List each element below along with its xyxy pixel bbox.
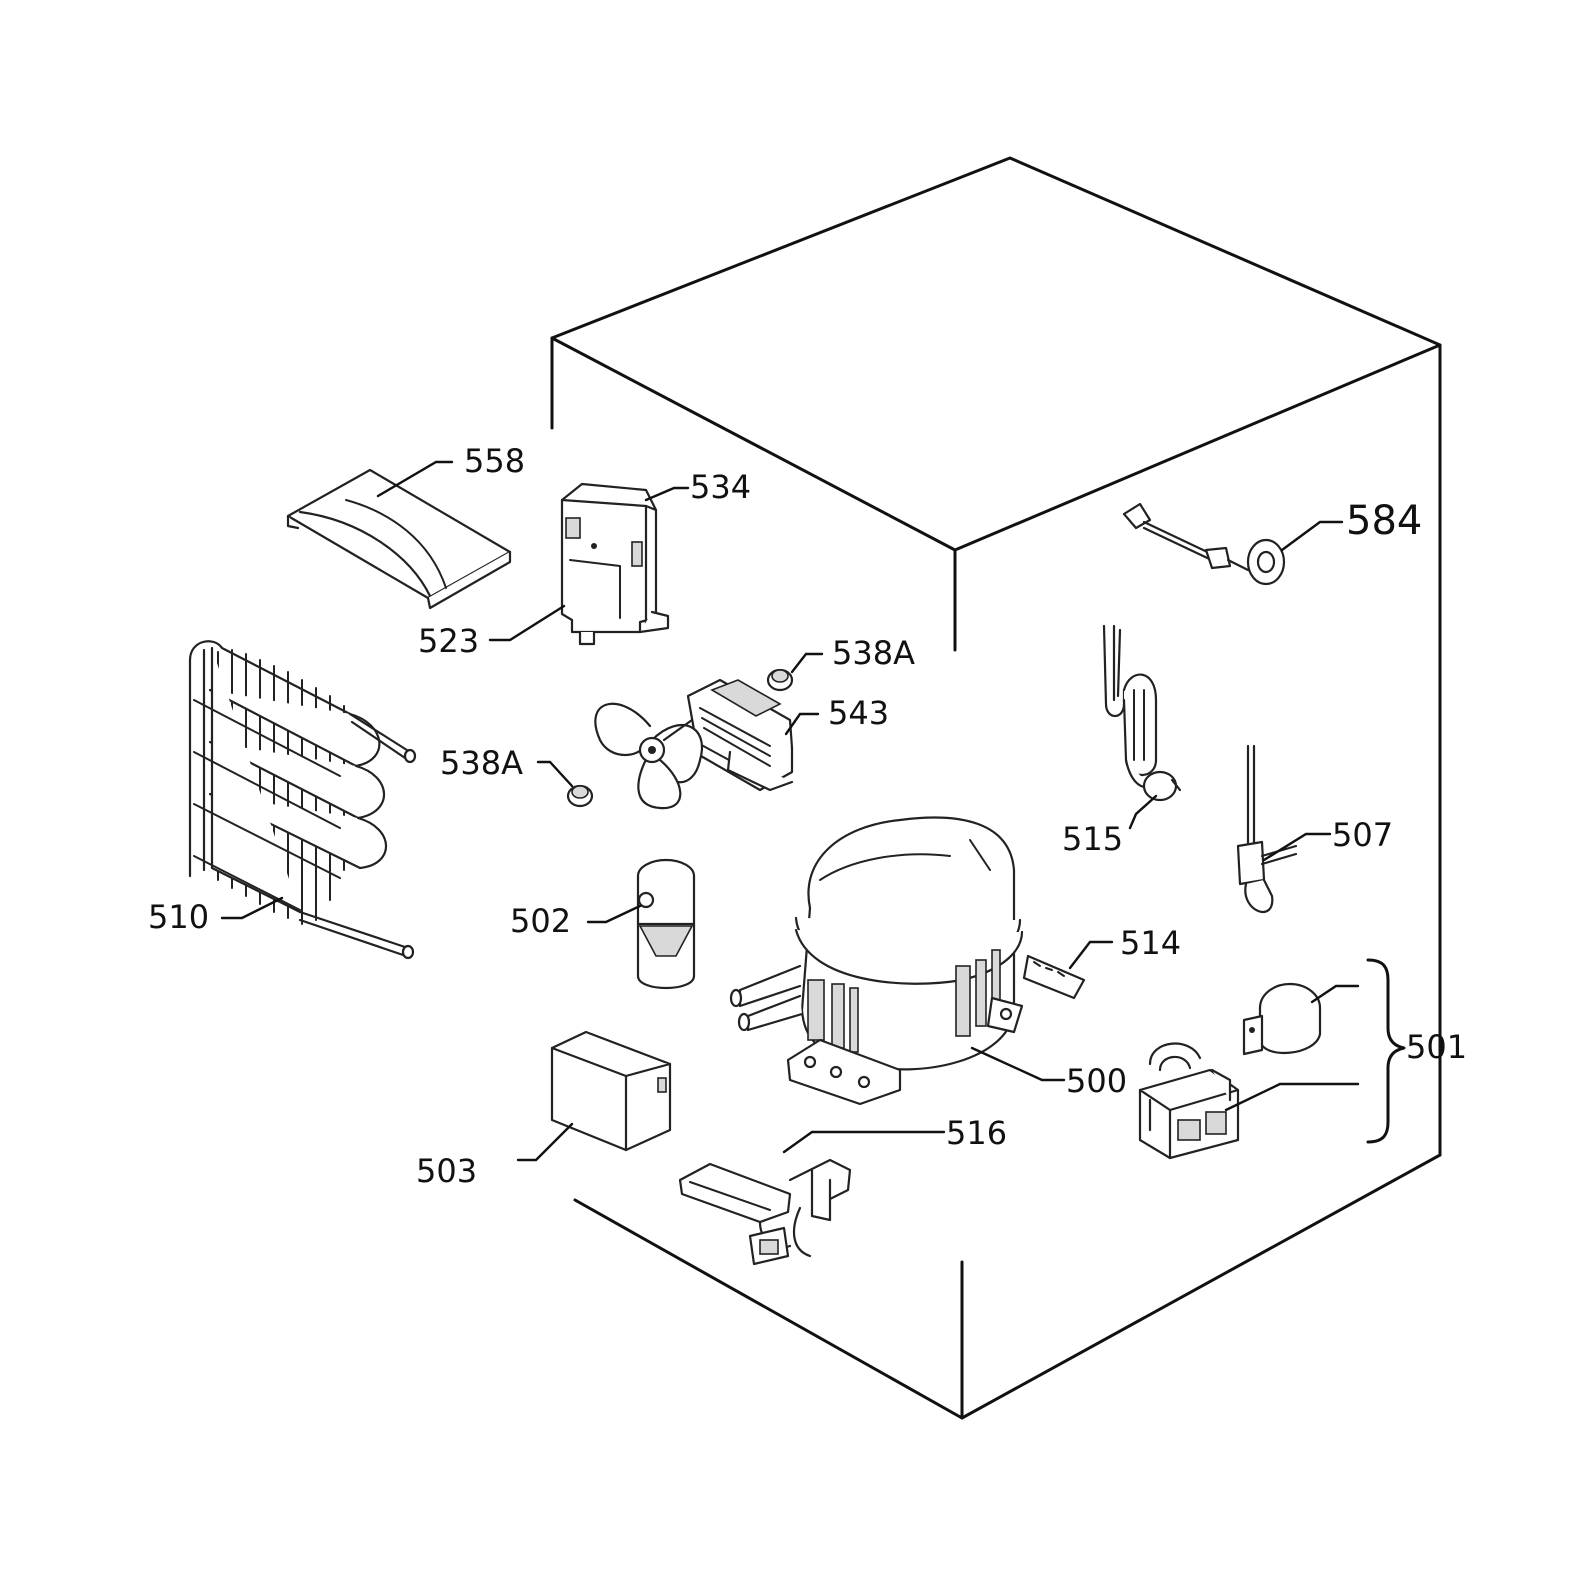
component-502 — [636, 858, 696, 990]
label-584: 584 — [1346, 498, 1422, 544]
fan-blade — [594, 702, 703, 810]
sensor-584 — [1122, 502, 1286, 586]
label-514: 514 — [1120, 924, 1181, 962]
label-534: 534 — [690, 468, 751, 506]
brace-501 — [1366, 958, 1406, 1144]
label-503: 503 — [416, 1152, 477, 1190]
label-502: 502 — [510, 902, 571, 940]
cabinet-outline — [550, 156, 1442, 1420]
bracket-558 — [286, 468, 512, 610]
label-538a-top: 538A — [832, 634, 915, 672]
harness-516 — [678, 1158, 852, 1266]
condenser-510 — [188, 640, 417, 960]
label-510: 510 — [148, 898, 209, 936]
fan-motor-543 — [686, 678, 794, 792]
label-543: 543 — [828, 694, 889, 732]
capacitor-503 — [550, 1030, 672, 1152]
leader-lines — [220, 460, 1360, 1162]
cable-515 — [1102, 624, 1182, 802]
label-515: 515 — [1062, 820, 1123, 858]
callout-labels: 558 534 584 523 538A 543 538A 515 507 51… — [148, 442, 1467, 1190]
nut-538a-top — [766, 668, 794, 692]
label-523: 523 — [418, 622, 479, 660]
label-507: 507 — [1332, 816, 1393, 854]
label-516: 516 — [946, 1114, 1007, 1152]
nut-538a-left — [566, 784, 594, 808]
label-501: 501 — [1406, 1028, 1467, 1066]
label-558: 558 — [464, 442, 525, 480]
sensor-507 — [1236, 744, 1298, 914]
label-538a-left: 538A — [440, 744, 523, 782]
relay-cover-534 — [560, 482, 670, 646]
relay-assembly-501 — [1138, 982, 1322, 1160]
compressor-500 — [729, 816, 1086, 1106]
label-500: 500 — [1066, 1062, 1127, 1100]
